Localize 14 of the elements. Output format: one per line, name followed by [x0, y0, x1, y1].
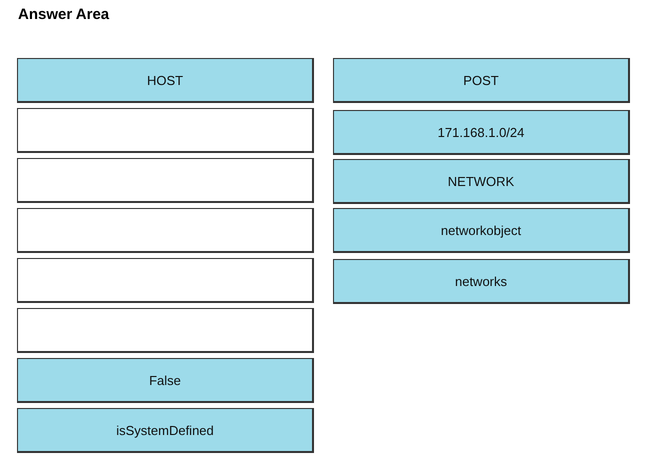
answer-option-box: 171.168.1.0/24 [333, 110, 630, 155]
answer-option-box: networkobject [333, 208, 630, 253]
answer-option-box: HOST [17, 58, 314, 103]
drop-target-box [17, 158, 314, 203]
answer-option-box: networks [333, 259, 630, 304]
answer-option-box: False [17, 358, 314, 403]
drop-target-box [17, 208, 314, 253]
drop-target-box [17, 258, 314, 303]
answer-option-box: POST [333, 58, 630, 103]
heading: Answer Area [18, 6, 110, 23]
drop-target-box [17, 108, 314, 153]
drop-target-box [17, 308, 314, 353]
answer-option-box: isSystemDefined [17, 408, 314, 453]
answer-option-box: NETWORK [333, 159, 630, 204]
